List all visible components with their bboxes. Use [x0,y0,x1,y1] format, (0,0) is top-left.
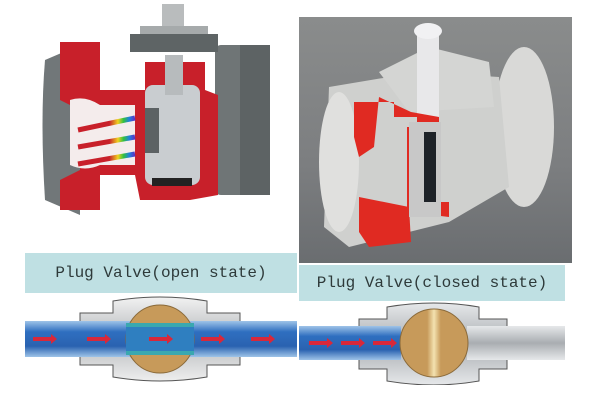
open-state-diagram [25,293,297,385]
open-state-label: Plug Valve(open state) [25,253,297,293]
open-valve-flow-diagram-icon [25,296,297,382]
closed-state-label: Plug Valve(closed state) [299,265,565,301]
plug-valve-cutaway-icon [42,4,270,215]
plug-valve-photo-icon [319,23,554,247]
closed-valve-flow-diagram-icon [299,302,565,386]
open-valve-cutaway-illustration [40,0,290,245]
closed-state-diagram [299,301,565,386]
closed-valve-photo [299,17,572,263]
